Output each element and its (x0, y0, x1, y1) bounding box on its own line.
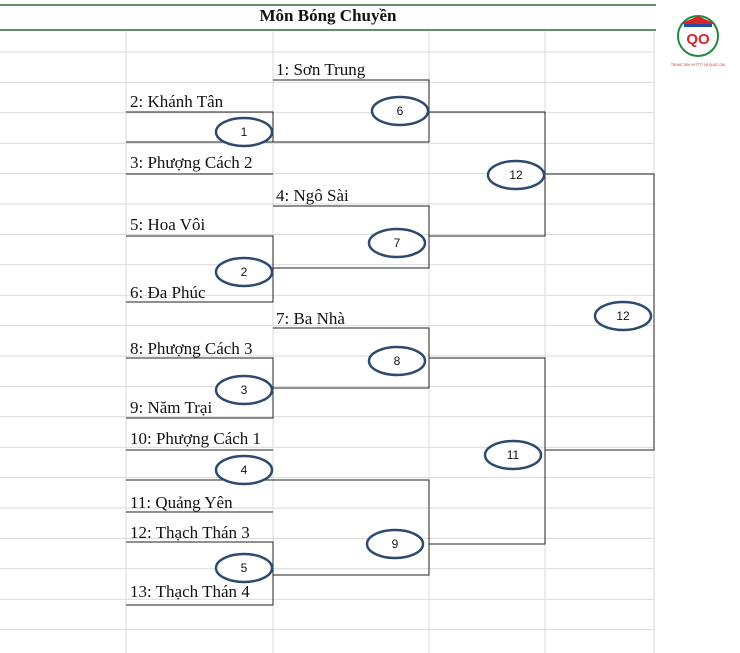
match-number: 1 (241, 125, 248, 139)
team-label: 5: Hoa Vôi (130, 215, 206, 234)
team-label: 3: Phượng Cách 2 (130, 153, 253, 172)
match-oval (214, 374, 274, 406)
match-number: 9 (392, 537, 399, 551)
logo-letters: QO (686, 31, 710, 48)
bracket-connector (273, 205, 430, 269)
team-label: 10: Phượng Cách 1 (130, 429, 262, 448)
team-label: 9: Năm Trại (130, 398, 213, 417)
match-number: 4 (241, 463, 248, 477)
match-number: 5 (241, 561, 248, 575)
match-number: 2 (241, 265, 248, 279)
team-label: 13: Thạch Thán 4 (130, 582, 250, 601)
match-number: 8 (394, 354, 401, 368)
page-title: Môn Bóng Chuyền (259, 6, 397, 25)
match-number: 12 (616, 309, 630, 323)
match-oval (367, 345, 427, 377)
team-label: 7: Ba Nhà (276, 309, 345, 328)
bracket-connector (429, 357, 546, 545)
bracket-connector (126, 541, 274, 606)
bracket-connector (126, 479, 430, 576)
team-label: 8: Phượng Cách 3 (130, 339, 253, 358)
team-label: 2: Khánh Tân (130, 92, 224, 111)
match-number: 3 (241, 383, 248, 397)
match-number: 6 (397, 104, 404, 118)
match-number: 7 (394, 236, 401, 250)
team-label: 4: Ngô Sài (276, 186, 349, 205)
match-oval (214, 116, 274, 148)
organization-logo: QO TRUNG TÂM VHTTTT XÃ QUỐC OAI (671, 15, 725, 67)
team-label: 6: Đa Phúc (130, 283, 206, 302)
match-oval (214, 454, 274, 486)
team-label: 11: Quảng Yên (130, 493, 233, 512)
match-number: 12 (509, 168, 523, 182)
match-oval (486, 159, 546, 191)
team-label: 1: Sơn Trung (276, 60, 366, 79)
match-number: 11 (507, 448, 520, 462)
bracket-connector (545, 173, 655, 451)
match-oval (214, 552, 274, 584)
match-oval (367, 227, 427, 259)
bracket-connector (126, 235, 274, 303)
match-oval (214, 256, 274, 288)
match-oval (370, 95, 430, 127)
match-oval (593, 300, 653, 332)
spreadsheet-grid (0, 4, 656, 653)
match-oval (483, 439, 543, 471)
bracket-connector (126, 111, 274, 143)
match-oval (365, 528, 425, 560)
team-label: 12: Thạch Thán 3 (130, 523, 250, 542)
logo-caption: TRUNG TÂM VHTTTT XÃ QUỐC OAI (671, 62, 725, 67)
